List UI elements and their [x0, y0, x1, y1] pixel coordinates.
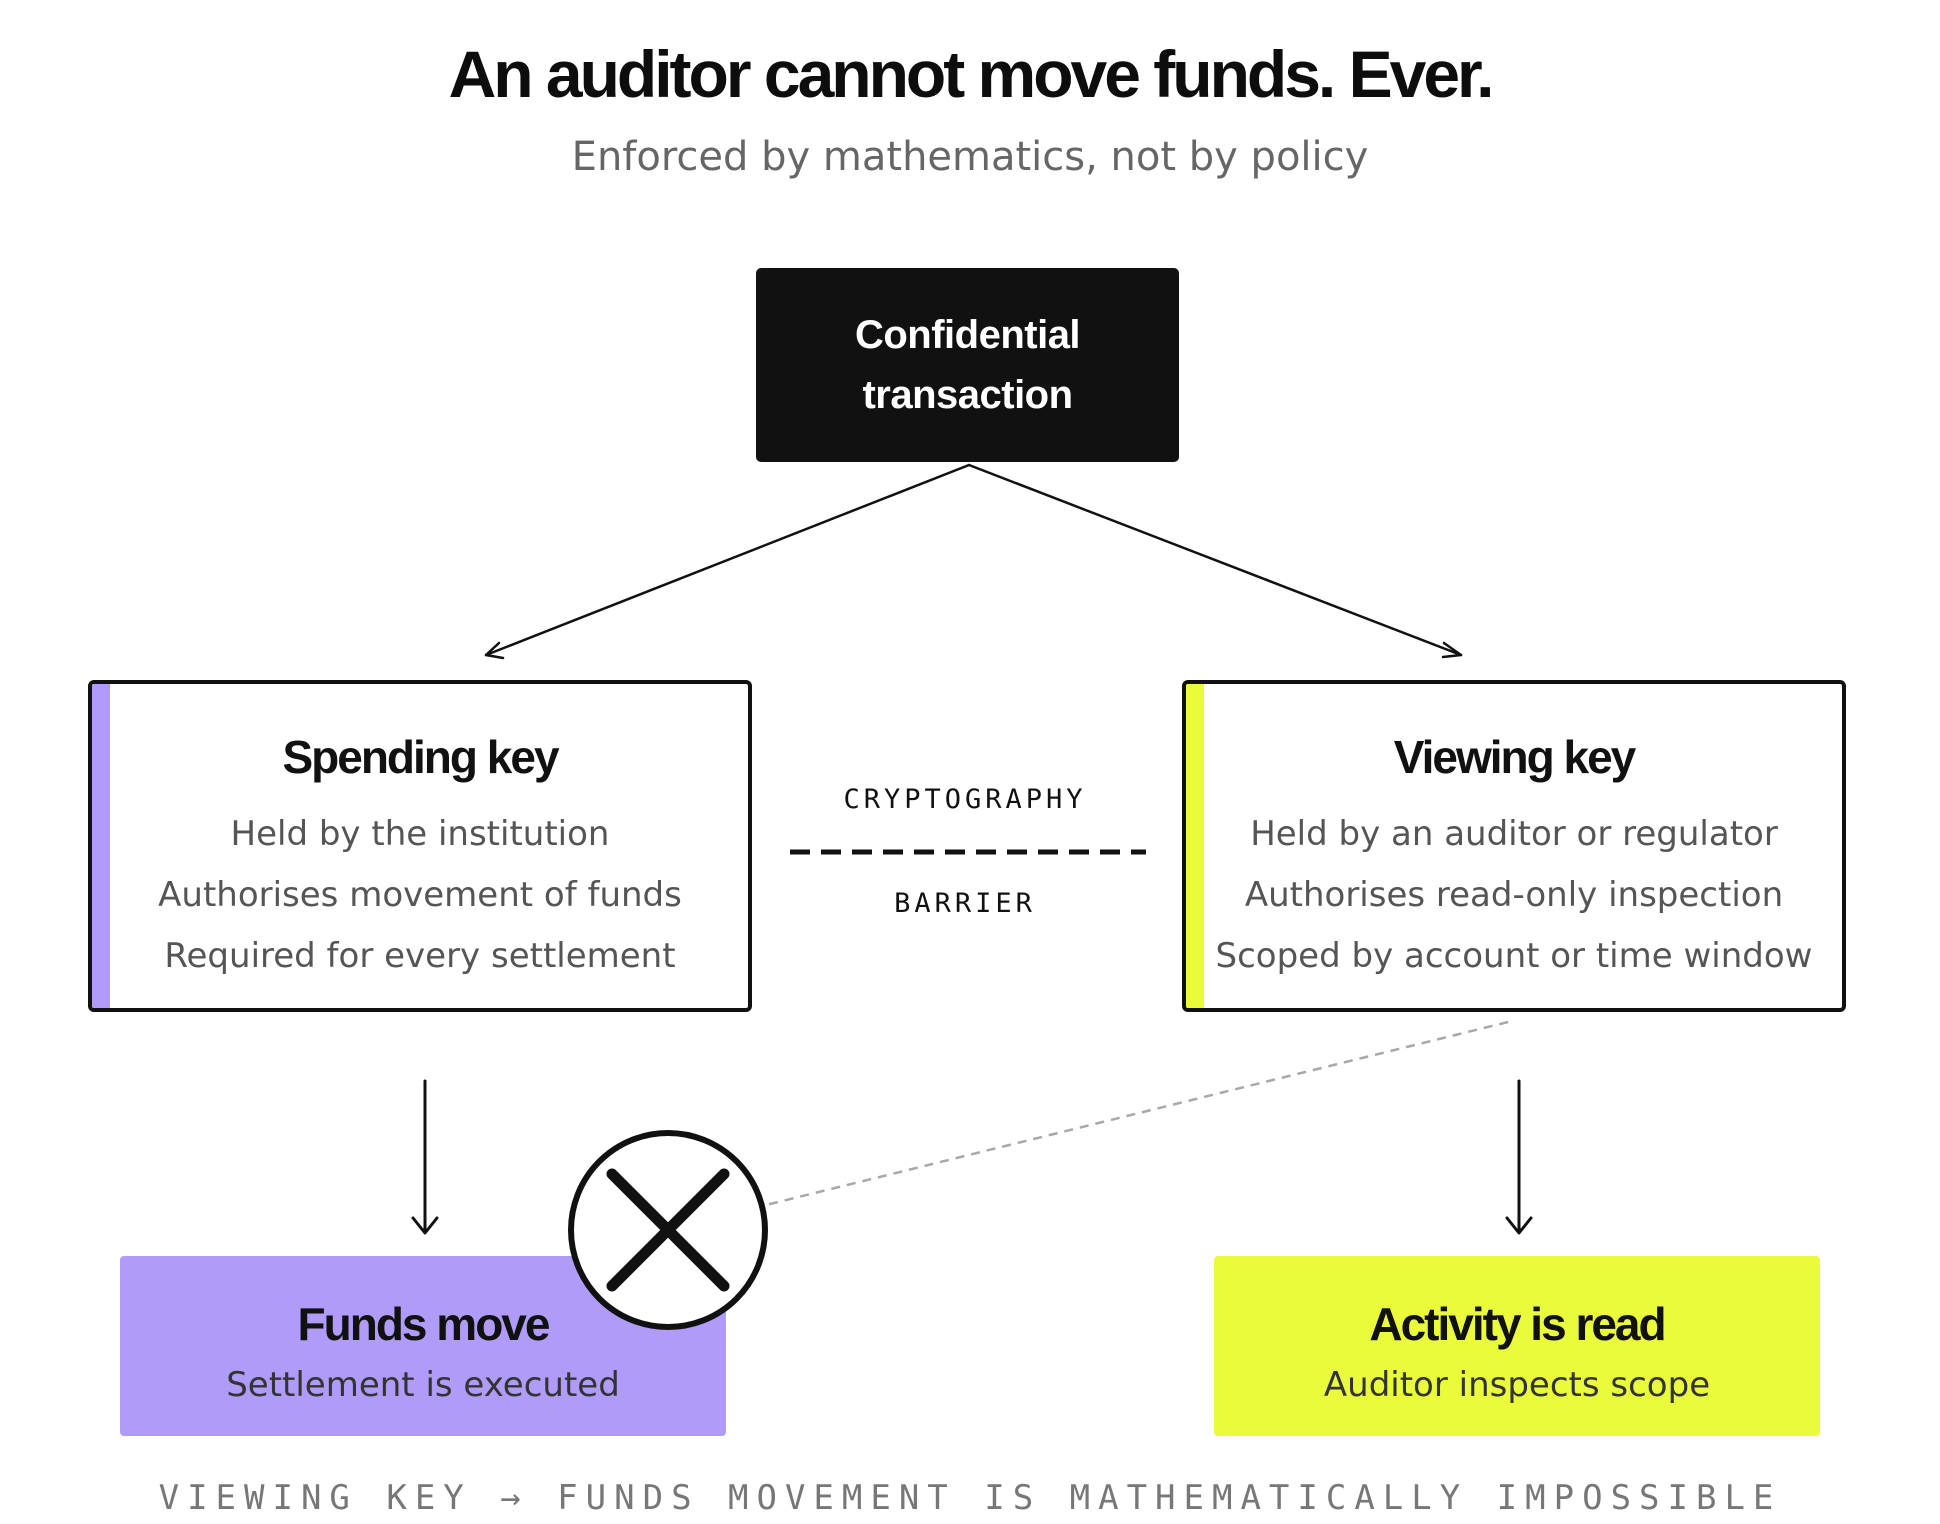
arrowhead-funds: [411, 1216, 439, 1235]
spending-key-line: Required for every settlement: [164, 936, 676, 976]
viewing-key-card: Viewing key Held by an auditor or regula…: [1182, 680, 1846, 1012]
viewing-key-line: Held by an auditor or regulator: [1250, 814, 1778, 854]
arrow-to-viewing-key: [967, 463, 1463, 657]
spending-key-card: Spending key Held by the institution Aut…: [88, 680, 752, 1012]
x-circle-icon: [568, 1130, 768, 1330]
footer-statement: VIEWING KEY → FUNDS MOVEMENT IS MATHEMAT…: [158, 1478, 1782, 1518]
activity-read-subtitle: Auditor inspects scope: [1323, 1365, 1711, 1405]
spending-key-details: Held by the institution Authorises movem…: [92, 804, 748, 987]
funds-move-outcome: Funds move Settlement is executed: [120, 1256, 726, 1436]
root-line-2: transaction: [862, 373, 1073, 417]
arrowhead-activity: [1505, 1216, 1533, 1235]
arrow-to-spending-key: [484, 463, 971, 657]
spending-key-accent: [92, 684, 110, 1008]
funds-move-subtitle: Settlement is executed: [226, 1365, 620, 1405]
funds-move-title: Funds move: [297, 1298, 551, 1350]
viewing-key-line: Authorises read-only inspection: [1244, 875, 1784, 915]
root-line-1: Confidential: [854, 313, 1081, 357]
spending-key-line: Held by the institution: [230, 814, 610, 854]
barrier-label-bottom: BARRIER: [894, 888, 1036, 919]
page-subtitle: Enforced by mathematics, not by policy: [571, 134, 1369, 180]
spending-key-line: Authorises movement of funds: [158, 875, 682, 915]
arrowhead-viewing: [1441, 641, 1463, 659]
activity-read-title: Activity is read: [1369, 1298, 1666, 1350]
blocked-path-dashed: [761, 1020, 1509, 1208]
arrowhead-spending: [484, 641, 505, 660]
confidential-transaction-node: Confidential transaction: [756, 268, 1179, 462]
barrier-label-top: CRYPTOGRAPHY: [843, 784, 1087, 815]
viewing-key-accent: [1186, 684, 1204, 1008]
viewing-key-title: Viewing key: [1393, 731, 1637, 783]
page-title: An auditor cannot move funds. Ever.: [448, 37, 1495, 111]
viewing-key-line: Scoped by account or time window: [1215, 936, 1813, 976]
activity-read-outcome: Activity is read Auditor inspects scope: [1214, 1256, 1820, 1436]
spending-key-title: Spending key: [282, 731, 559, 783]
viewing-key-details: Held by an auditor or regulator Authoris…: [1186, 804, 1842, 987]
